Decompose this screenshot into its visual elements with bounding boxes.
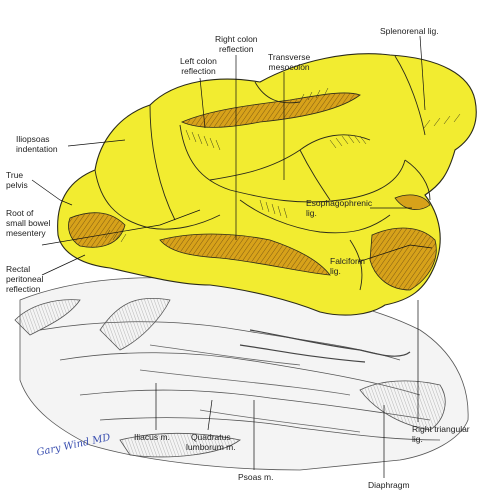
label-rectal-peritoneal-reflection: Rectal peritoneal reflection: [6, 264, 44, 294]
label-transverse-mesocolon: Transverse mesocolon: [268, 52, 311, 72]
label-right-colon-reflection: Right colon reflection: [215, 34, 258, 54]
label-true-pelvis: True pelvis: [6, 170, 28, 190]
label-left-colon-reflection: Left colon reflection: [180, 56, 217, 76]
muscle-wall: [14, 277, 469, 471]
label-esophagophrenic-ligament: Esophagophrenic lig.: [306, 198, 373, 218]
label-splenorenal-ligament: Splenorenal lig.: [380, 26, 439, 36]
label-quadratus-lumborum-muscle: Quadratus lumborum m.: [186, 432, 236, 452]
label-falciform-ligament: Falciform lig.: [330, 256, 365, 276]
label-root-small-bowel-mesentery: Root of small bowel mesentery: [6, 208, 51, 238]
label-iliopsoas-indentation: Iliopsoas indentation: [16, 134, 58, 154]
label-psoas-muscle: Psoas m.: [238, 472, 274, 482]
label-diaphragm: Diaphragm: [368, 480, 410, 490]
leader-lines: [31, 35, 433, 478]
label-right-triangular-ligament: Right triangular lig.: [412, 424, 470, 444]
peritoneum: [57, 53, 477, 316]
label-iliacus-muscle: Iliacus m.: [134, 432, 170, 442]
